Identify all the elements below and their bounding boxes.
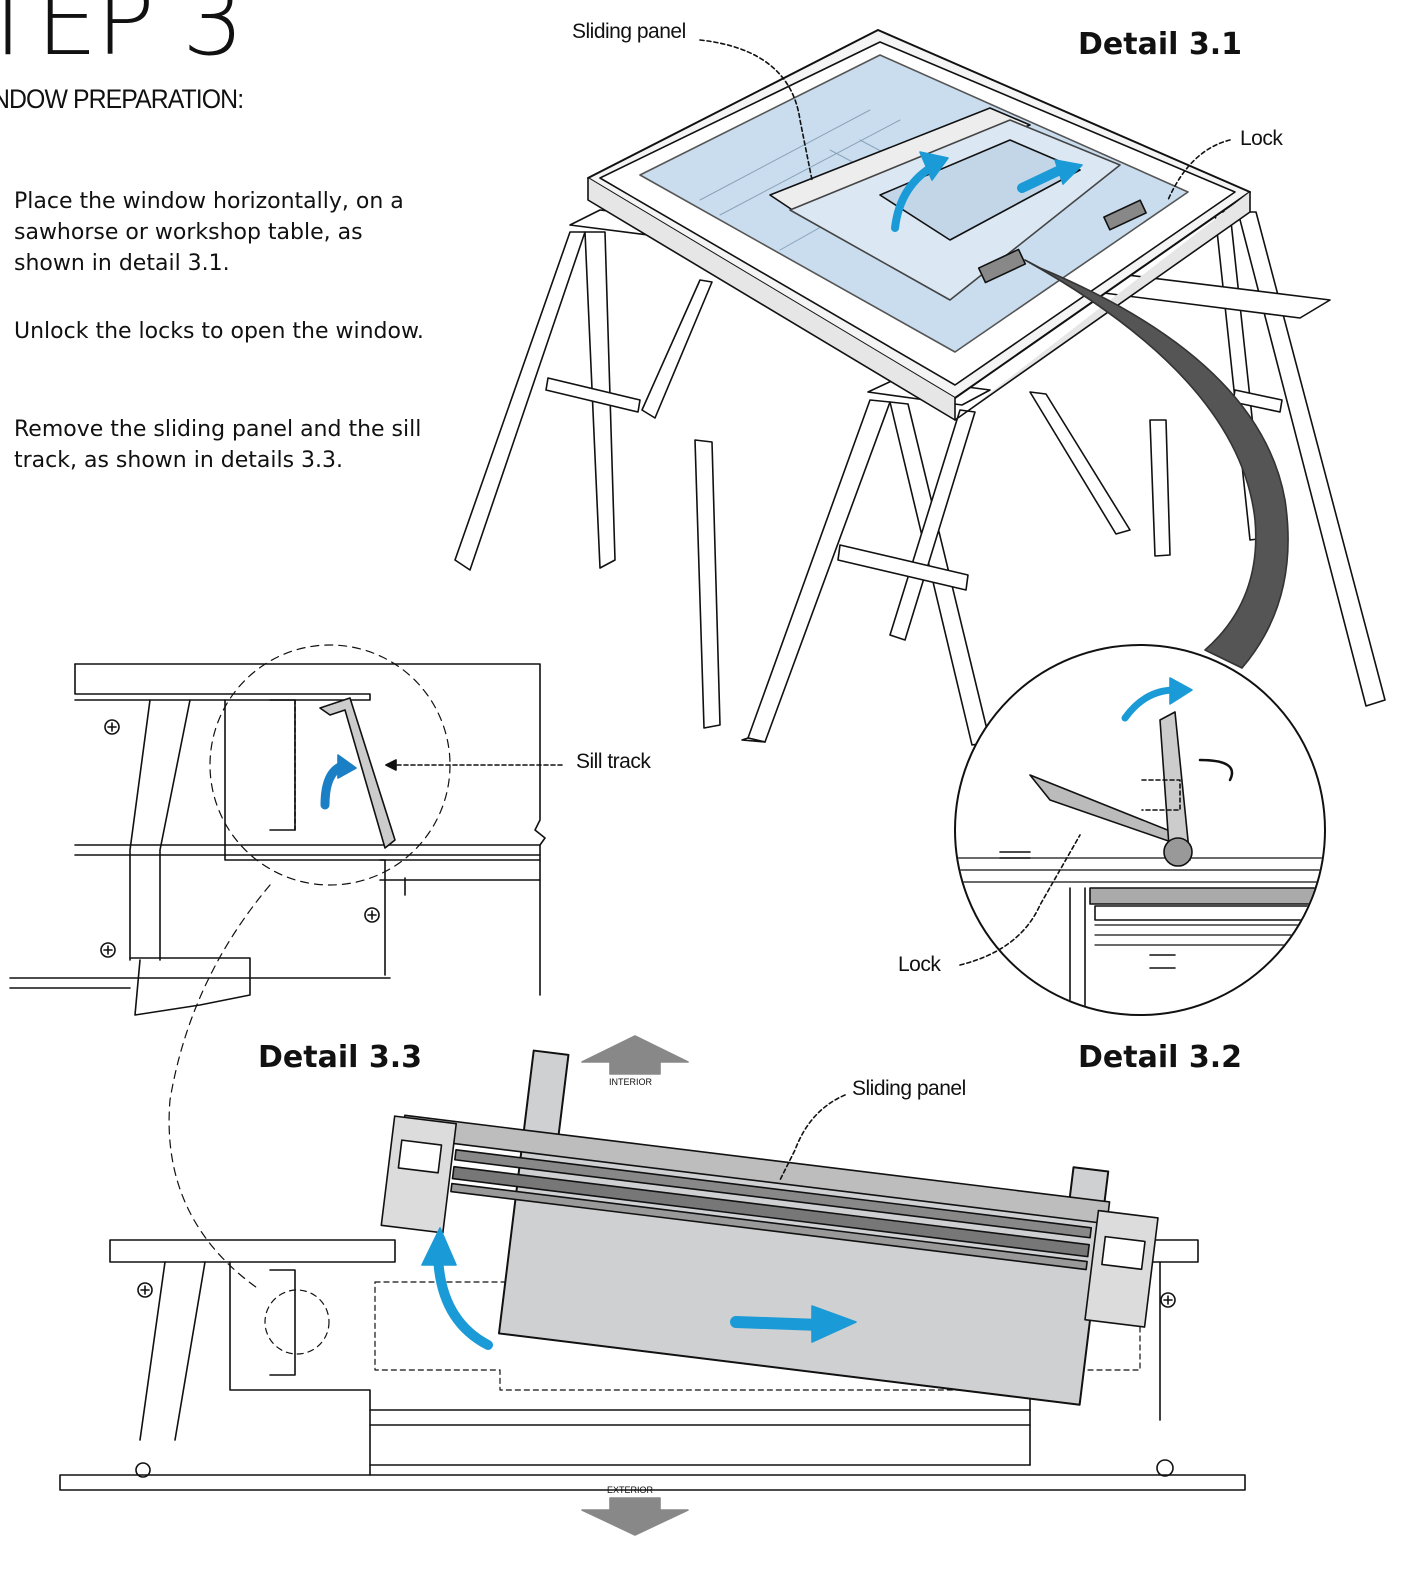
pull-arrow	[730, 1316, 826, 1331]
sliding-panel	[380, 1049, 1159, 1406]
instruction-1: Place the window horizontally, on a sawh…	[14, 189, 404, 276]
detail-3-1-label: Detail 3.1	[1078, 27, 1242, 62]
sliding-panel-removal-section	[59, 1035, 1246, 1536]
exterior-arrow-icon	[581, 1497, 689, 1536]
callout-sliding-panel-bottom: Sliding panel	[852, 1077, 966, 1100]
lock-2	[977, 248, 1027, 284]
sliding-sash	[769, 107, 1031, 216]
lift-arrow	[433, 1250, 493, 1350]
detail-3-1-window-on-sawhorses	[454, 29, 1386, 746]
sawhorse-back	[454, 211, 1386, 707]
lock-1	[1103, 199, 1147, 231]
detail-3-3-label: Detail 3.3	[258, 1040, 422, 1075]
interior-arrow-icon	[581, 1035, 689, 1075]
detail-3-2-lock-circle	[954, 644, 1326, 1016]
callout-sliding-panel-top: Sliding panel	[572, 20, 686, 43]
sawhorse-front	[694, 391, 1171, 746]
exterior-label: EXTERIOR	[607, 1485, 654, 1495]
callout-sill-track: Sill track	[576, 750, 651, 773]
zoom-connector	[1024, 259, 1289, 669]
sill-track	[319, 697, 396, 849]
step-subtitle: NDOW PREPARATION:	[0, 84, 244, 114]
detail-3-2-label: Detail 3.2	[1078, 1040, 1242, 1075]
callout-lock-top: Lock	[1240, 127, 1283, 150]
slide-arrow	[1017, 165, 1065, 193]
sill-track-section	[9, 644, 566, 1291]
instruction-3: Remove the sliding panel and the sill tr…	[14, 417, 422, 473]
step-title: TEP 3	[0, 0, 244, 78]
instruction-2: Unlock the locks to open the window.	[14, 319, 424, 344]
callout-lock-bottom: Lock	[898, 953, 941, 976]
interior-label: INTERIOR	[609, 1077, 653, 1087]
